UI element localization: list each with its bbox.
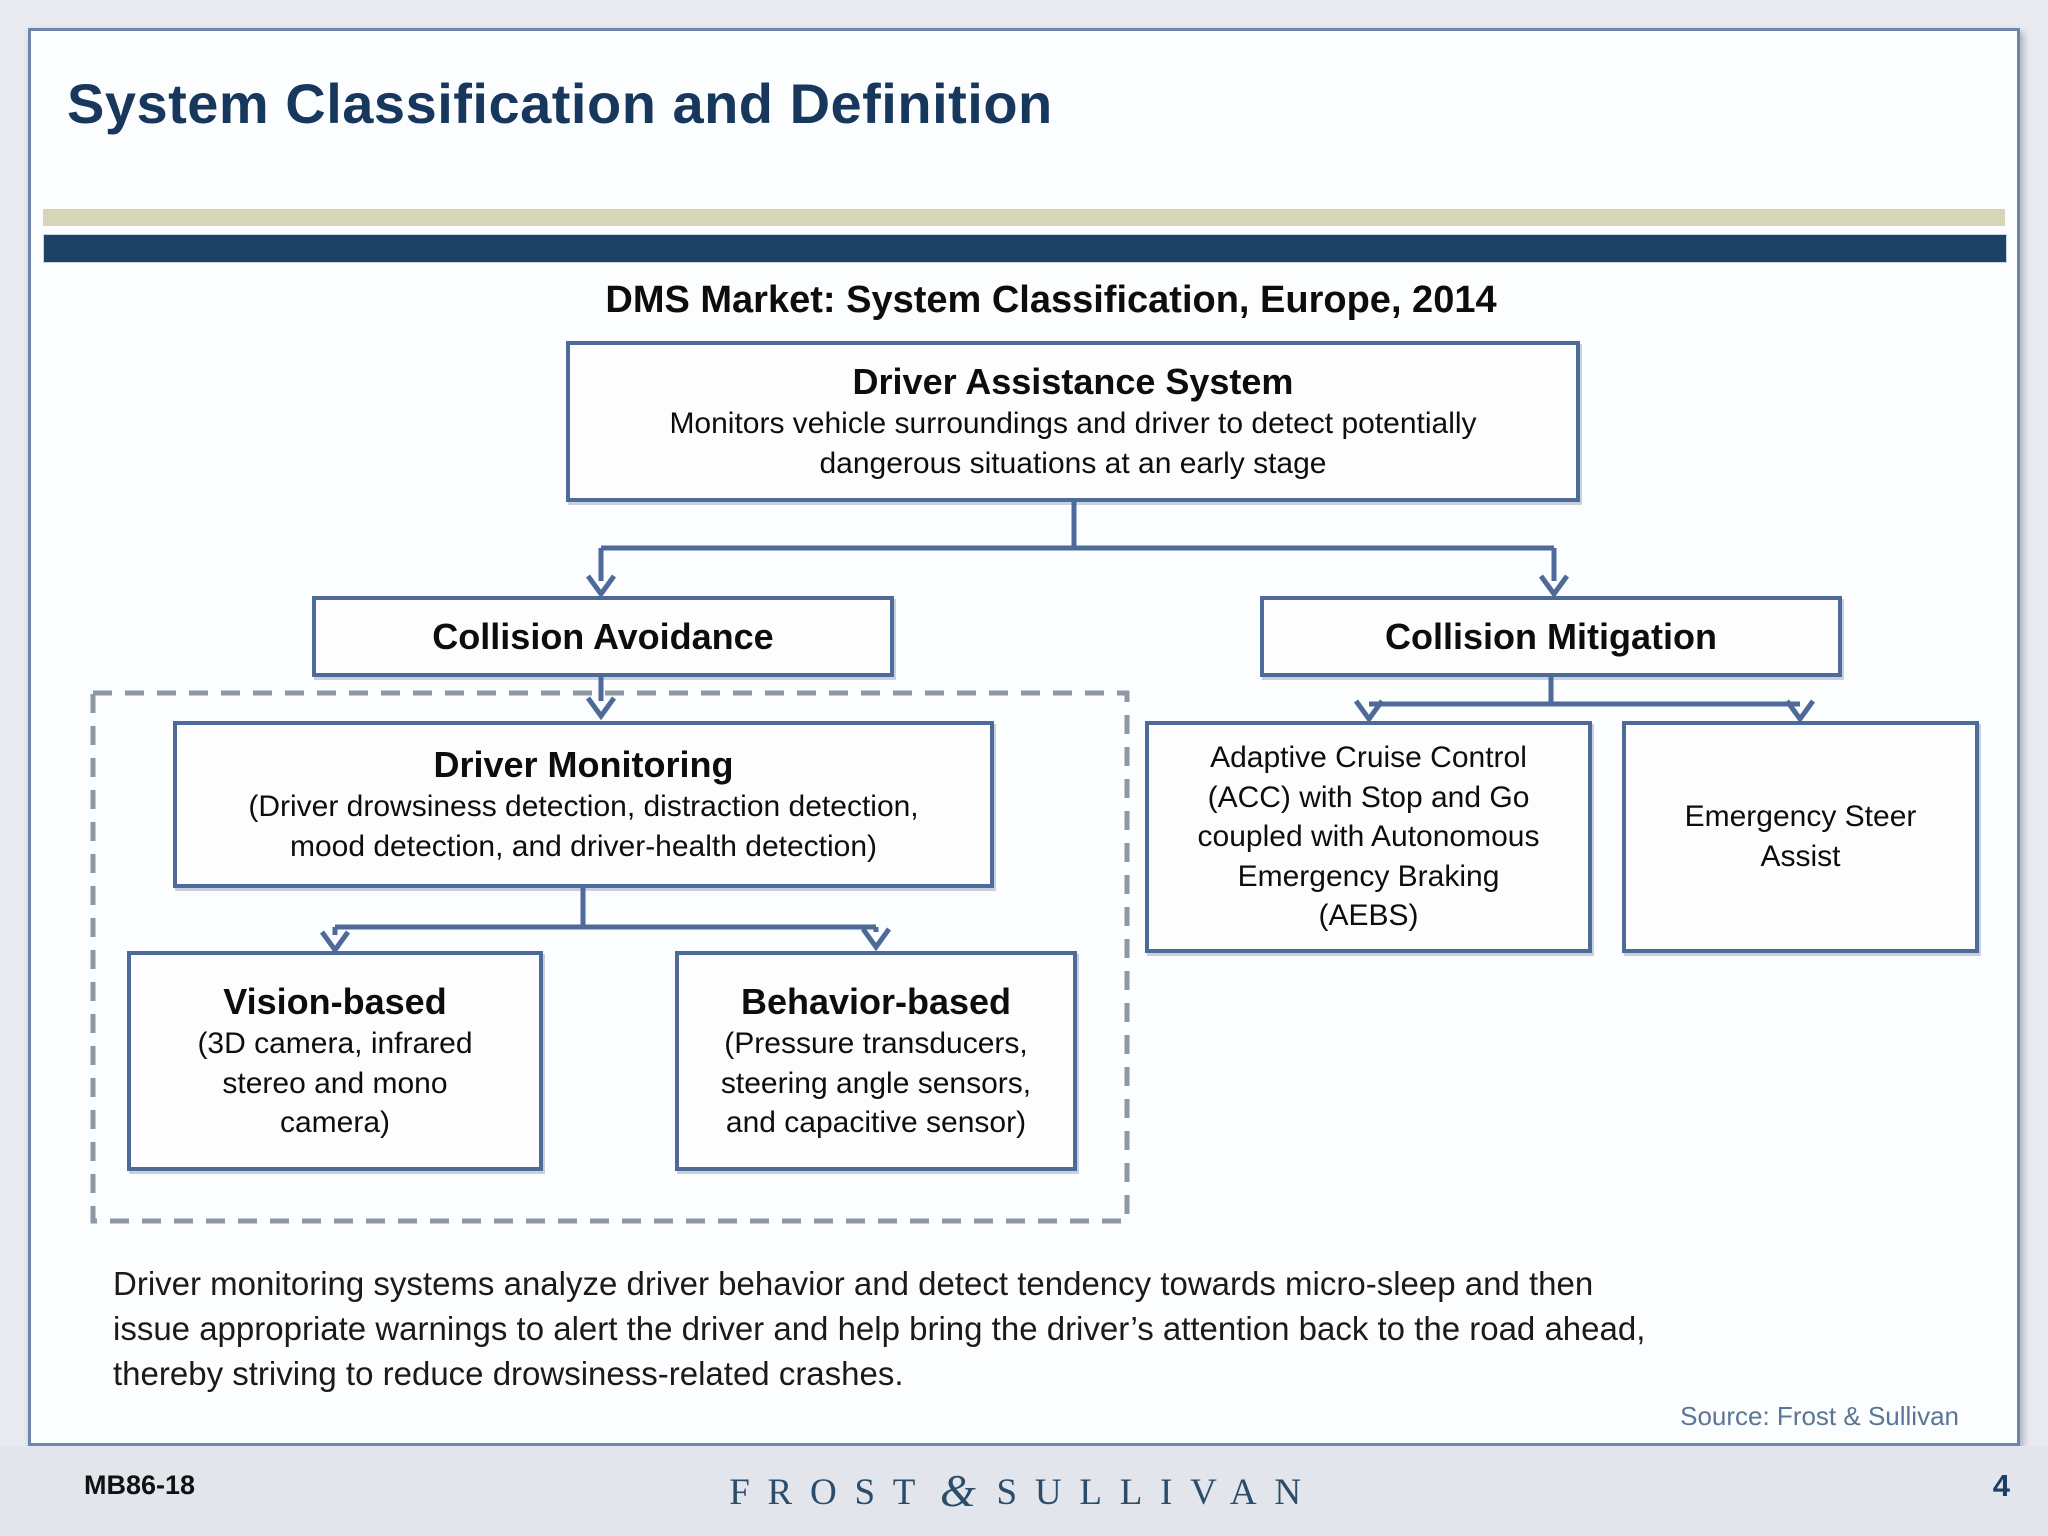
- connector-lines: [90, 500, 1816, 1224]
- node-title: Driver Assistance System: [852, 361, 1294, 403]
- node-title: Collision Avoidance: [432, 616, 774, 657]
- divider-bar-olive: [43, 209, 2005, 226]
- node-driver-assistance-system: Driver Assistance System Monitors vehicl…: [566, 341, 1580, 502]
- node-collision-mitigation: Collision Mitigation: [1260, 596, 1842, 677]
- node-desc: Monitors vehicle surroundings and driver…: [669, 407, 1477, 480]
- node-desc: Adaptive Cruise Control(ACC) with Stop a…: [1197, 741, 1540, 933]
- node-driver-monitoring: Driver Monitoring (Driver drowsiness det…: [173, 721, 994, 888]
- node-desc: (Driver drowsiness detection, distractio…: [248, 790, 919, 863]
- node-desc: (Pressure transducers,steering angle sen…: [720, 1027, 1032, 1140]
- source-note: Source: Frost & Sullivan: [1680, 1401, 1959, 1431]
- node-acc-aebs: Adaptive Cruise Control(ACC) with Stop a…: [1145, 721, 1592, 953]
- footer: MB86-18 FROST&SULLIVAN 4: [0, 1446, 2048, 1536]
- divider-bar-navy: [43, 234, 2007, 263]
- node-title: Vision-based: [223, 981, 447, 1023]
- node-behavior-based: Behavior-based (Pressure transducers,ste…: [675, 951, 1077, 1171]
- slide: System Classification and Definition DMS…: [28, 28, 2020, 1446]
- logo-word-sullivan: SULLIVAN: [996, 1472, 1319, 1513]
- summary-paragraph: Driver monitoring systems analyze driver…: [113, 1265, 1646, 1392]
- logo-ampersand-icon: &: [940, 1465, 976, 1516]
- logo-word-frost: FROST: [729, 1472, 934, 1513]
- frost-sullivan-logo: FROST&SULLIVAN: [0, 1462, 2048, 1516]
- node-collision-avoidance: Collision Avoidance: [312, 596, 894, 677]
- diagram-title: DMS Market: System Classification, Europ…: [605, 279, 1497, 321]
- page-title: System Classification and Definition: [67, 72, 1053, 135]
- node-title: Driver Monitoring: [433, 744, 734, 786]
- page-number: 4: [1992, 1468, 2010, 1503]
- document-id: MB86-18: [84, 1470, 196, 1500]
- node-title: Behavior-based: [740, 981, 1012, 1023]
- node-title: Collision Mitigation: [1385, 616, 1717, 657]
- driver-monitoring-group-outline: [90, 690, 1130, 1224]
